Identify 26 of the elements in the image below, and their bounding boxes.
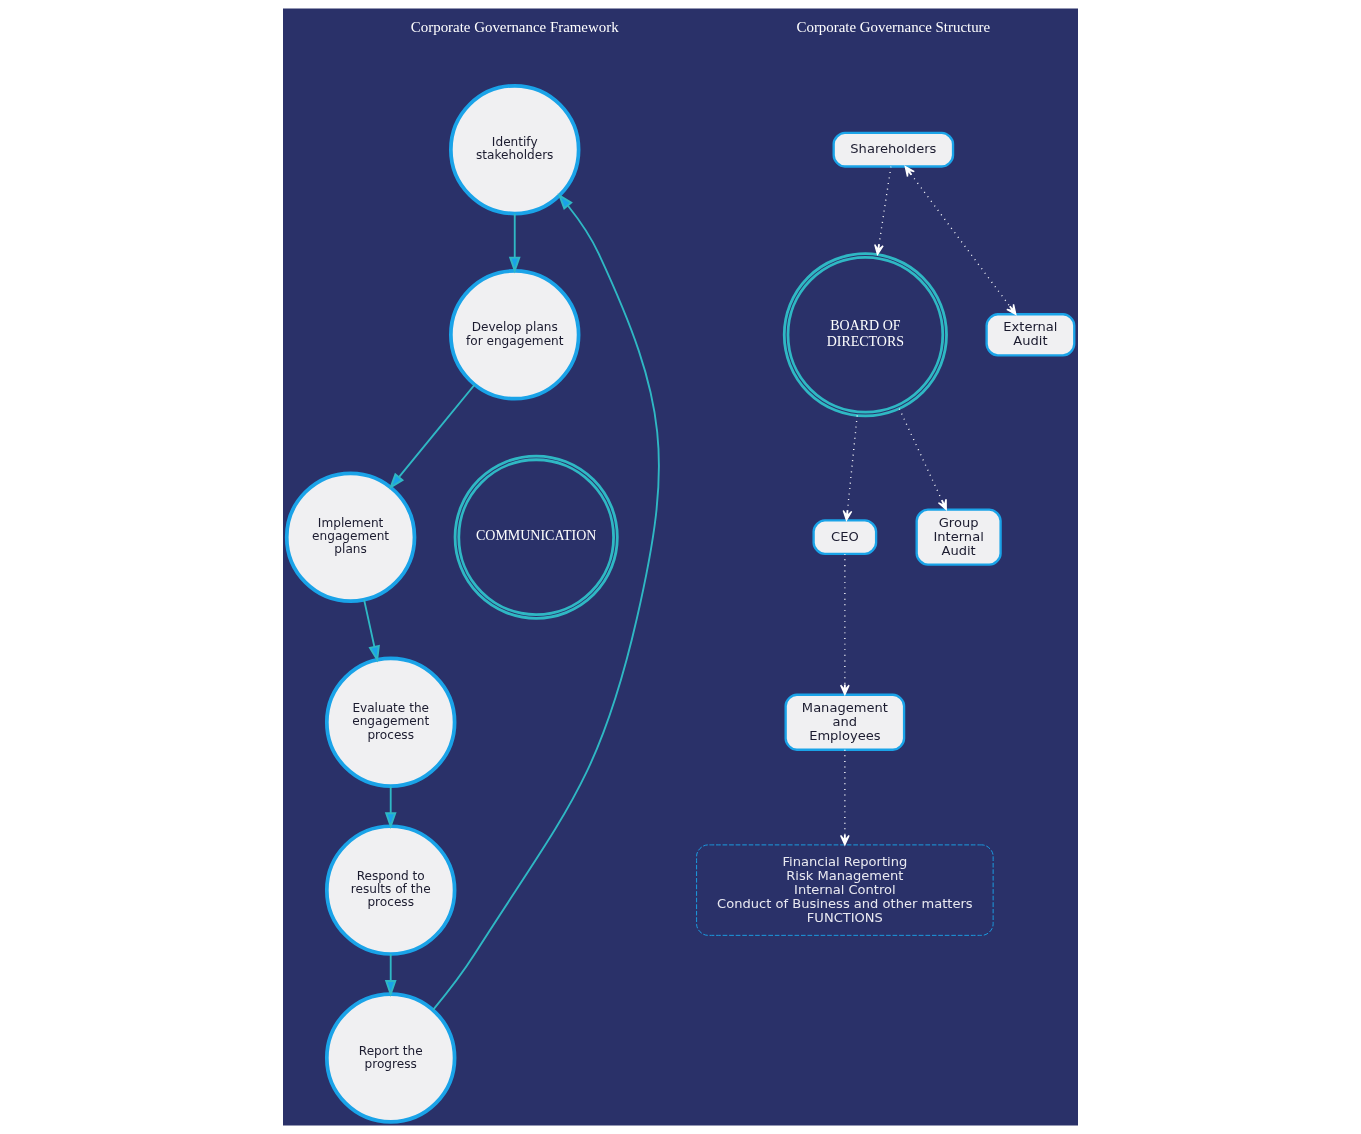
node-circle: Develop plans for engagement [449, 269, 581, 401]
arrow [839, 749, 850, 846]
arrow [363, 598, 380, 663]
arrow [839, 553, 850, 696]
node-box: CEO [812, 519, 878, 556]
label: Corporate Governance Structure [796, 19, 991, 36]
arrow [874, 165, 892, 256]
node-circle: Report the progress [324, 992, 457, 1124]
node-box: Shareholders [832, 131, 955, 168]
arrow [904, 165, 1017, 315]
node-box: Financial Reporting Risk Management Internal Control Conduct of Business and other matters FUNCTIONS [696, 844, 994, 936]
arrow [384, 785, 397, 830]
node-box: Management and Employees [784, 693, 906, 751]
node-circle: Evaluate the engagement process [324, 656, 457, 788]
node-circle: Respond to results of the process [324, 824, 457, 956]
node-box: Group Internal Audit [915, 508, 1002, 566]
arrow [384, 953, 397, 997]
arrow [508, 212, 521, 274]
arrow [432, 193, 660, 1011]
label: Corporate Governance Framework [410, 19, 619, 36]
arrow [388, 383, 476, 490]
node-box: External Audit [985, 313, 1076, 357]
node-circle: COMMUNICATION [453, 454, 619, 620]
arrow [842, 414, 858, 521]
arrow [898, 408, 947, 511]
node-circle: Identify stakeholders [449, 83, 581, 216]
